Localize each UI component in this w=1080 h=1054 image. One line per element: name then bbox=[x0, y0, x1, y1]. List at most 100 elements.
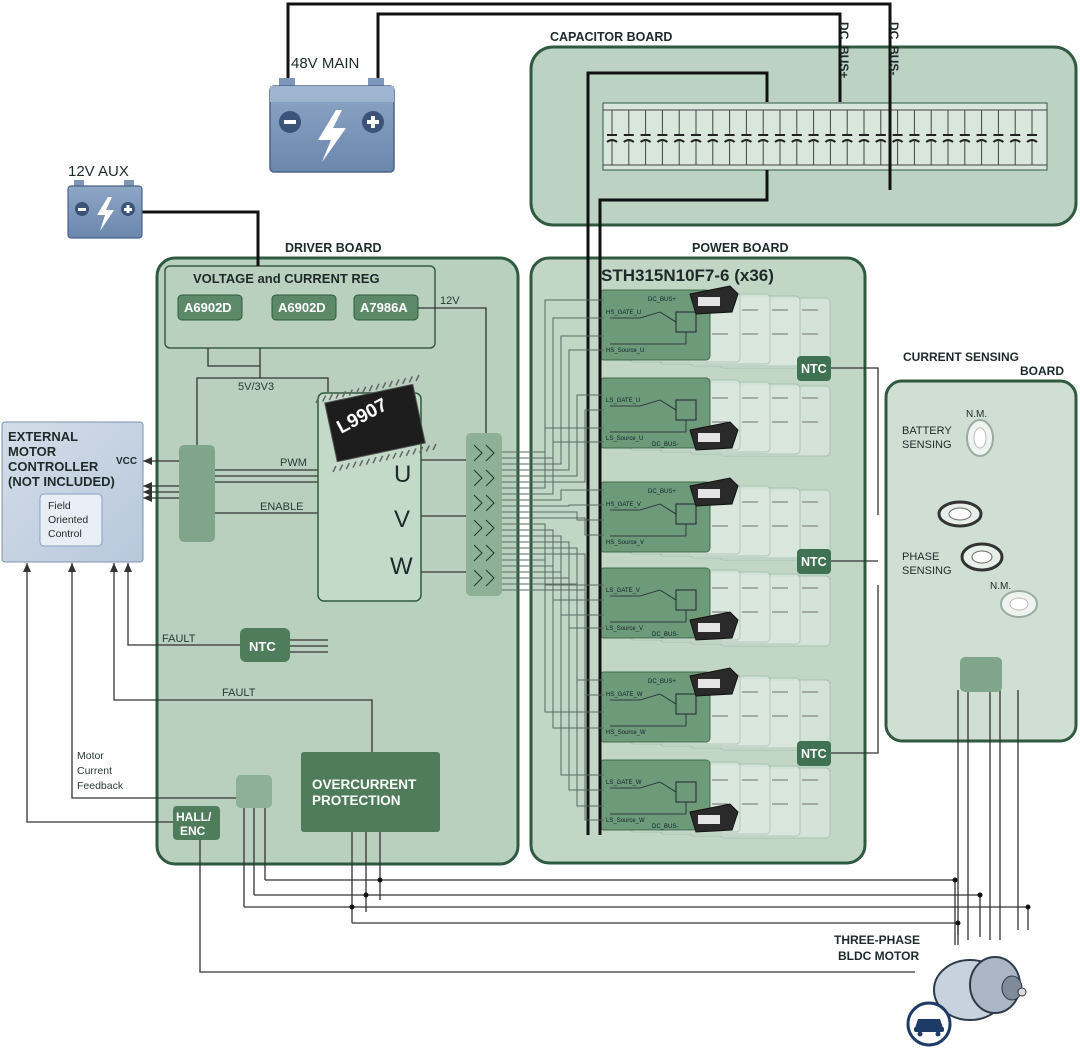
ext-title-3: CONTROLLER bbox=[8, 459, 99, 474]
mosfet-package-tab bbox=[698, 433, 720, 442]
gate-trace bbox=[502, 583, 604, 807]
label-5v-3v3: 5V/3V3 bbox=[238, 381, 274, 393]
cell-source-label: LS_Source_V bbox=[606, 626, 643, 632]
cell-source-label: HS_Source_V bbox=[606, 540, 644, 546]
foc-label-1: Field bbox=[48, 500, 71, 512]
gate-trace bbox=[502, 394, 604, 477]
gate-trace bbox=[610, 589, 677, 601]
chip-a6902d-2: A6902D bbox=[278, 300, 326, 315]
ic-pin bbox=[368, 384, 374, 392]
ic-pin bbox=[388, 380, 394, 388]
voltage-current-reg-title: VOLTAGE and CURRENT REG bbox=[193, 271, 380, 286]
ic-pin bbox=[361, 386, 367, 394]
ntc-power-1: NTC bbox=[801, 362, 827, 376]
ic-pin bbox=[385, 453, 391, 461]
ic-pin bbox=[352, 461, 357, 468]
source-trace bbox=[610, 332, 687, 345]
hall-label-1: HALL/ bbox=[176, 810, 212, 824]
phase-sensing-label-2: SENSING bbox=[902, 565, 952, 577]
capacitor-plate bbox=[707, 139, 719, 143]
chip-a7986a: A7986A bbox=[360, 300, 408, 315]
feedback-label-1: Motor bbox=[77, 750, 104, 762]
ic-pin bbox=[375, 383, 380, 391]
capacitor-board bbox=[529, 45, 1078, 227]
overcurrent-label-1: OVERCURRENT bbox=[312, 777, 417, 792]
ic-pin bbox=[358, 459, 364, 467]
ntc-power-3: NTC bbox=[801, 747, 827, 761]
mosfet-package-tab bbox=[698, 623, 720, 632]
source-trace bbox=[610, 610, 687, 623]
cell-bottom-label: DC_BUS- bbox=[652, 824, 678, 830]
source-trace bbox=[610, 524, 687, 537]
capacitor-plate bbox=[891, 139, 904, 143]
transistor-symbol bbox=[473, 469, 495, 487]
cell-source-label: LS_Source_W bbox=[606, 818, 645, 824]
phase-current-sensor-icon bbox=[937, 500, 983, 528]
gate-driver-column bbox=[466, 433, 502, 596]
gate-trace bbox=[502, 559, 604, 713]
ic-pin bbox=[335, 392, 340, 399]
power-wiring bbox=[135, 2, 892, 835]
capacitor-plate bbox=[639, 139, 652, 143]
ic-pin bbox=[408, 376, 414, 383]
battery-12v-label: 12V AUX bbox=[68, 163, 129, 180]
battery-48v-main bbox=[269, 78, 395, 173]
capacitor-plate bbox=[959, 139, 971, 143]
gate-trace bbox=[502, 317, 604, 459]
capacitor-plate bbox=[925, 139, 937, 143]
mosfet-package-tab bbox=[698, 679, 720, 688]
ic-pin bbox=[338, 464, 344, 471]
current-sensing-board-title-2: BOARD bbox=[1020, 364, 1064, 378]
capacitor-plate bbox=[992, 139, 1005, 143]
mosfet-package-tab bbox=[698, 489, 720, 498]
capacitor-board-title: CAPACITOR BOARD bbox=[550, 30, 672, 44]
overcurrent-protection-block bbox=[301, 752, 440, 832]
cell-top-label: DC_BUS+ bbox=[648, 489, 676, 495]
current-sensing-board-title: CURRENT SENSING bbox=[903, 350, 1019, 364]
capacitor-plate bbox=[757, 139, 769, 143]
capacitor-plate bbox=[908, 139, 921, 143]
battery-48v-label: 48V MAIN bbox=[291, 55, 359, 72]
bldc-motor-icon bbox=[906, 956, 1027, 1047]
ic-pin bbox=[345, 462, 351, 470]
capacitor-plate bbox=[875, 139, 887, 143]
ic-pin bbox=[341, 390, 347, 398]
battery-12v-aux bbox=[67, 180, 143, 239]
cell-gate-label: HS_GATE_V bbox=[606, 502, 641, 508]
transistor-symbols bbox=[473, 444, 495, 587]
gate-trace bbox=[610, 781, 677, 793]
label-12v: 12V bbox=[440, 295, 460, 307]
ic-pin bbox=[378, 455, 384, 463]
phase-w-label: W bbox=[390, 553, 413, 580]
source-trace bbox=[610, 802, 687, 815]
ic-pin bbox=[372, 456, 377, 464]
ic-pin bbox=[381, 381, 387, 389]
feedback-label-3: Feedback bbox=[77, 780, 124, 792]
phase-v-label: V bbox=[394, 506, 410, 533]
ntc-driver bbox=[240, 628, 290, 662]
capacitor-array bbox=[603, 109, 1047, 166]
driver-board-title: DRIVER BOARD bbox=[285, 241, 382, 255]
transistor-symbol bbox=[473, 519, 495, 537]
sensing-connector bbox=[960, 657, 1002, 692]
capacitor-plate bbox=[723, 139, 736, 143]
transistor-symbol bbox=[473, 569, 495, 587]
gate-trace bbox=[502, 589, 604, 821]
ic-pin bbox=[355, 387, 360, 395]
capacitor-plate bbox=[975, 139, 988, 143]
mosfet-package-tab bbox=[698, 815, 720, 824]
labels: 48V MAIN 12V AUX CAPACITOR BOARD DRIVER … bbox=[8, 22, 1064, 963]
cell-gate-label: HS_GATE_W bbox=[606, 692, 643, 698]
ic-pin bbox=[412, 448, 417, 455]
capacitor-plate bbox=[623, 139, 635, 143]
gate-trace bbox=[502, 504, 604, 507]
external-motor-controller bbox=[1, 421, 152, 572]
cell-source-label: HS_Source_U bbox=[606, 348, 644, 354]
gate-trace bbox=[502, 489, 604, 501]
gate-trace bbox=[502, 511, 604, 521]
gate-trace bbox=[502, 565, 604, 729]
gate-trace bbox=[502, 427, 604, 489]
source-trace bbox=[610, 420, 687, 433]
fault-label-1: FAULT bbox=[162, 633, 196, 645]
